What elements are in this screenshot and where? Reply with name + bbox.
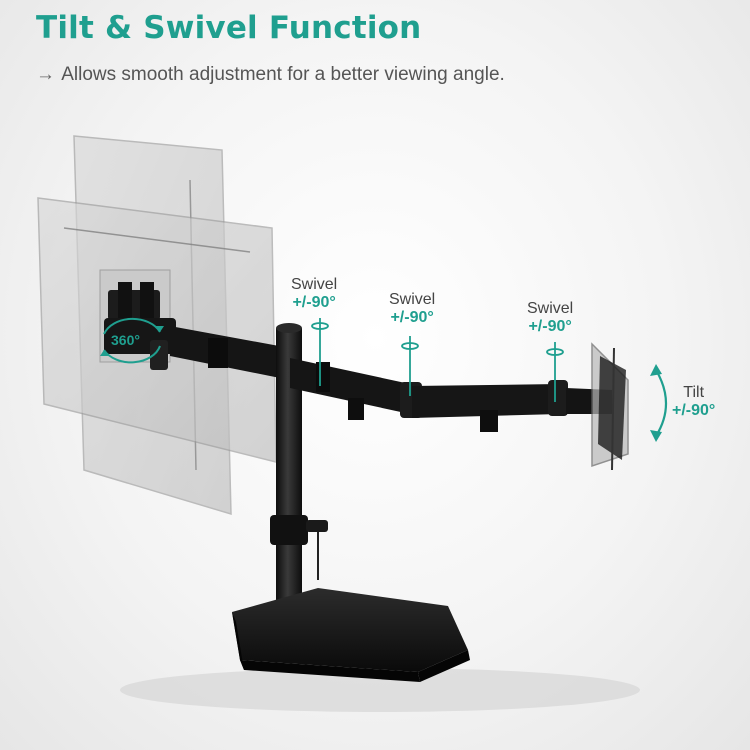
- swivel-indicator-2: [401, 336, 419, 396]
- tilt-value: +/-90°: [672, 402, 716, 419]
- rotation-360-icon: [100, 317, 164, 364]
- left-arm: [150, 326, 290, 380]
- page-subtitle: → Allows smooth adjustment for a better …: [36, 64, 505, 86]
- swivel-value: +/-90°: [292, 294, 336, 311]
- swivel-label-2: Swivel +/-90°: [389, 291, 435, 327]
- right-arm-2: [412, 380, 568, 432]
- right-arm-1: [290, 358, 422, 420]
- subtitle-text: Allows smooth adjustment for a better vi…: [61, 64, 505, 85]
- tilt-arrow-icon: [650, 364, 667, 442]
- tilt-name: Tilt: [683, 384, 705, 401]
- arrow-right-icon: →: [36, 64, 55, 85]
- floor-shadow: [120, 668, 640, 712]
- rotation-label: 360°: [111, 332, 140, 348]
- swivel-name: Swivel: [527, 300, 574, 317]
- right-tilt-head: [566, 342, 629, 471]
- page-title: Tilt & Swivel Function: [36, 10, 422, 46]
- swivel-name: Swivel: [389, 291, 436, 308]
- swivel-name: Swivel: [291, 276, 338, 293]
- swivel-indicator-3: [546, 342, 564, 402]
- stand-base: [232, 588, 470, 682]
- swivel-value: +/-90°: [528, 318, 572, 335]
- swivel-label-1: Swivel +/-90°: [291, 276, 337, 312]
- swivel-indicator-1: [311, 318, 329, 386]
- swivel-value: +/-90°: [390, 309, 434, 326]
- tilt-label: Tilt +/-90°: [672, 384, 715, 420]
- swivel-label-3: Swivel +/-90°: [527, 300, 573, 336]
